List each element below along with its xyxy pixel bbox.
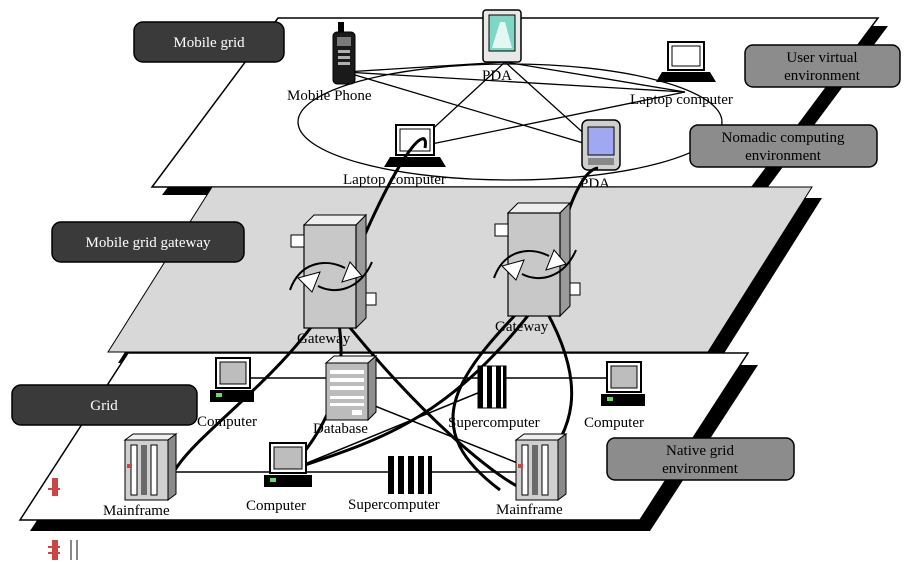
- mobile-grid-gateway-label-box: Mobile grid gateway: [51, 221, 245, 263]
- pda-icon: [581, 119, 621, 171]
- mobile-network-links: [297, 61, 723, 181]
- gateway-label: Gateway: [495, 319, 549, 335]
- mainframe-label: Mainframe: [496, 502, 563, 518]
- pda-label: PDA: [482, 68, 512, 84]
- svg-text:Nomadic computing: Nomadic computing: [722, 130, 845, 146]
- mobile-grid-label-box: Mobile grid: [133, 21, 285, 63]
- mainframe-icon: [514, 433, 568, 501]
- mainframe-icon: [123, 433, 178, 501]
- svg-text:Grid: Grid: [90, 398, 118, 414]
- svg-text:Native grid: Native grid: [666, 443, 734, 459]
- computer-icon: [210, 357, 254, 402]
- gateway-icon: [493, 201, 581, 318]
- gateway-icon: [289, 213, 377, 330]
- computer-label: Computer: [584, 415, 644, 431]
- supercomputer-icon: [477, 365, 507, 409]
- decorative-marks: [48, 478, 78, 560]
- computer-label: Computer: [246, 498, 306, 514]
- computer-icon: [264, 442, 312, 487]
- grid-label-box: Grid: [11, 384, 198, 426]
- computer-label: Computer: [197, 414, 257, 430]
- supercomputer-label: Supercomputer: [448, 415, 540, 431]
- svg-text:environment: environment: [784, 68, 861, 84]
- computer-icon: [601, 361, 645, 406]
- laptop-computer-label: Laptop computer: [630, 92, 733, 108]
- pda-icon: [482, 9, 522, 63]
- svg-text:environment: environment: [745, 148, 822, 164]
- laptop-computer-icon: [656, 41, 716, 82]
- supercomputer-label: Supercomputer: [348, 497, 440, 513]
- laptop-computer-icon: [384, 124, 446, 167]
- laptop-computer-label: Laptop computer: [343, 172, 446, 188]
- gateway-label: Gateway: [297, 331, 351, 347]
- svg-text:environment: environment: [662, 461, 739, 477]
- svg-text:Mobile grid: Mobile grid: [173, 35, 245, 51]
- user-virtual-environment-box: User virtual environment: [744, 44, 901, 88]
- supercomputer-icon: [388, 456, 432, 494]
- database-label: Database: [313, 421, 368, 437]
- mobile-phone-icon: [332, 22, 356, 85]
- mobile-grid-gateway-plane: [107, 186, 822, 363]
- nomadic-computing-environment-box: Nomadic computing environment: [689, 124, 878, 168]
- mobile-phone-label: Mobile Phone: [287, 88, 372, 104]
- native-grid-environment-box: Native grid environment: [606, 437, 795, 481]
- svg-text:User virtual: User virtual: [786, 50, 857, 66]
- svg-text:Mobile grid gateway: Mobile grid gateway: [86, 235, 211, 251]
- database-icon: [324, 354, 378, 422]
- mainframe-label: Mainframe: [103, 503, 170, 519]
